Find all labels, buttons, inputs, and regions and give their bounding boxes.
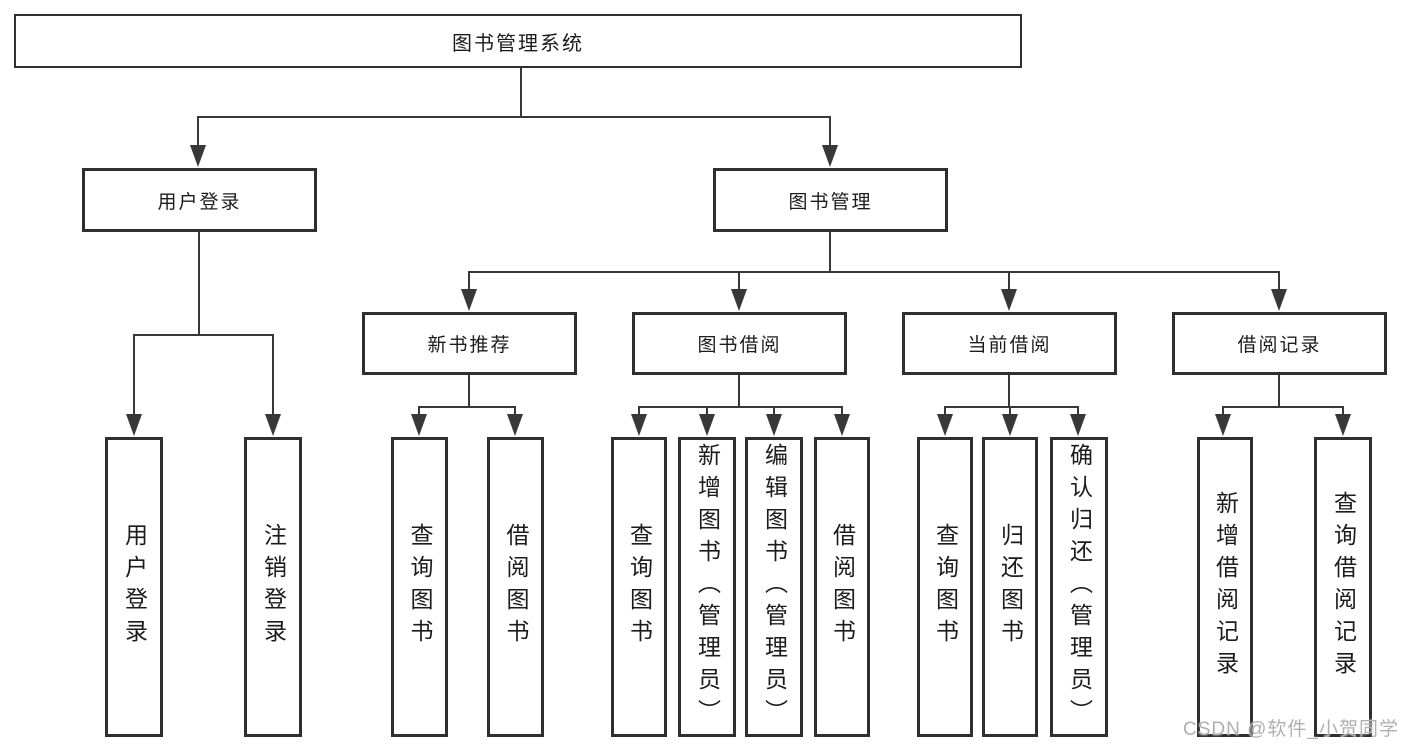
connector-line — [829, 232, 831, 272]
connector-line — [829, 117, 831, 148]
node-library-management-system: 图书管理系统 — [14, 14, 1022, 68]
connector-line — [1342, 407, 1344, 416]
node-book-borrowing: 图书借阅 — [632, 312, 847, 375]
arrow-down-icon — [937, 414, 953, 436]
arrow-down-icon — [265, 414, 281, 436]
node-label: 查询图书 — [932, 523, 959, 651]
arrow-down-icon — [731, 289, 747, 311]
connector-line — [841, 407, 843, 416]
node-book-management: 图书管理 — [713, 168, 948, 232]
arrow-down-icon — [699, 414, 715, 436]
arrow-down-icon — [461, 289, 477, 311]
arrow-down-icon — [1271, 289, 1287, 311]
connector-line — [1077, 407, 1079, 416]
node-borrowing-records: 借阅记录 — [1172, 312, 1387, 375]
connector-line — [468, 272, 470, 290]
node-label: 用户登录 — [121, 523, 148, 651]
arrow-down-icon — [1070, 414, 1086, 436]
connector-line — [133, 334, 274, 336]
node-label: 归还图书 — [997, 523, 1024, 651]
watermark: CSDN @软件_小贺同学 — [1183, 719, 1399, 740]
node-label: 借阅记录 — [1237, 335, 1322, 356]
leaf-confirm-return-admin: 确认归还（管理员） — [1050, 437, 1108, 737]
arrow-down-icon — [190, 145, 206, 167]
connector-line — [944, 407, 946, 416]
arrow-down-icon — [411, 414, 427, 436]
node-current-borrowing: 当前借阅 — [902, 312, 1117, 375]
connector-line — [738, 375, 740, 407]
node-label: 查询图书 — [626, 523, 653, 651]
node-label: 新增图书（管理员） — [694, 443, 721, 731]
node-new-book-recommend: 新书推荐 — [362, 312, 577, 375]
connector-line — [468, 375, 470, 407]
arrow-down-icon — [1001, 289, 1017, 311]
connector-line — [1222, 406, 1344, 408]
connector-line — [1222, 407, 1224, 416]
connector-line — [1008, 272, 1010, 290]
arrow-down-icon — [1335, 414, 1351, 436]
arrow-down-icon — [631, 414, 647, 436]
connector-line — [514, 407, 516, 416]
connector-line — [272, 335, 274, 417]
leaf-add-borrow-record: 新增借阅记录 — [1197, 437, 1253, 737]
leaf-edit-book-admin: 编辑图书（管理员） — [745, 437, 803, 737]
connector-line — [773, 407, 775, 416]
node-label: 注销登录 — [260, 523, 287, 651]
connector-line — [1278, 272, 1280, 290]
connector-line — [1009, 407, 1011, 416]
node-label: 查询借阅记录 — [1330, 491, 1357, 683]
node-label: 查询图书 — [407, 523, 433, 651]
connector-line — [418, 407, 420, 416]
leaf-query-books-borrowing: 查询图书 — [611, 437, 667, 737]
arrow-down-icon — [126, 414, 142, 436]
arrow-down-icon — [507, 414, 523, 436]
node-label: 当前借阅 — [967, 335, 1052, 356]
node-label: 借阅图书 — [829, 523, 856, 651]
node-label: 编辑图书（管理员） — [761, 443, 788, 731]
leaf-query-borrow-record: 查询借阅记录 — [1314, 437, 1372, 737]
node-label: 图书管理 — [788, 191, 873, 213]
connector-line — [1008, 375, 1010, 407]
connector-line — [418, 406, 516, 408]
node-user-login: 用户登录 — [82, 168, 317, 232]
node-label: 图书借阅 — [697, 335, 782, 356]
arrow-down-icon — [822, 145, 838, 167]
arrow-down-icon — [1002, 414, 1018, 436]
connector-line — [706, 407, 708, 416]
connector-line — [638, 407, 640, 416]
connector-line — [944, 406, 1079, 408]
arrow-down-icon — [766, 414, 782, 436]
connector-line — [133, 335, 135, 417]
leaf-return-book: 归还图书 — [982, 437, 1038, 737]
leaf-logout: 注销登录 — [244, 437, 302, 737]
node-label: 借阅图书 — [503, 523, 529, 651]
leaf-user-login: 用户登录 — [105, 437, 163, 737]
connector-line — [198, 232, 200, 335]
connector-line — [738, 272, 740, 290]
leaf-borrow-books-recommend: 借阅图书 — [487, 437, 544, 737]
node-label: 新增借阅记录 — [1212, 491, 1239, 683]
arrow-down-icon — [1215, 414, 1231, 436]
arrow-down-icon — [834, 414, 850, 436]
connector-line — [197, 116, 831, 118]
connector-line — [638, 406, 843, 408]
connector-line — [468, 271, 1280, 273]
leaf-add-book-admin: 新增图书（管理员） — [678, 437, 736, 737]
connector-line — [520, 68, 522, 117]
node-label: 新书推荐 — [427, 335, 512, 356]
connector-line — [197, 117, 199, 148]
leaf-query-books-current: 查询图书 — [917, 437, 973, 737]
connector-line — [1278, 375, 1280, 407]
node-label: 确认归还（管理员） — [1066, 443, 1093, 731]
node-label: 图书管理系统 — [452, 32, 584, 55]
leaf-query-books-recommend: 查询图书 — [391, 437, 448, 737]
node-label: 用户登录 — [157, 191, 242, 213]
leaf-borrow-books-borrowing: 借阅图书 — [814, 437, 870, 737]
